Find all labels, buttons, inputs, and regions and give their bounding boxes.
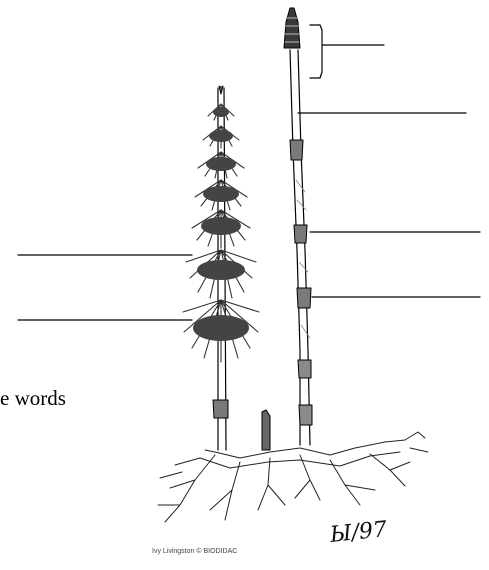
image-credit: Ivy Livingston © BIODIDAC (152, 548, 237, 555)
question-text-fragment: e words (0, 386, 66, 411)
young-shoot (262, 410, 270, 450)
fertile-stem (284, 8, 312, 445)
sterile-stem (183, 86, 259, 450)
strobilus-bracket (310, 25, 384, 78)
rhizome-roots (158, 432, 428, 522)
